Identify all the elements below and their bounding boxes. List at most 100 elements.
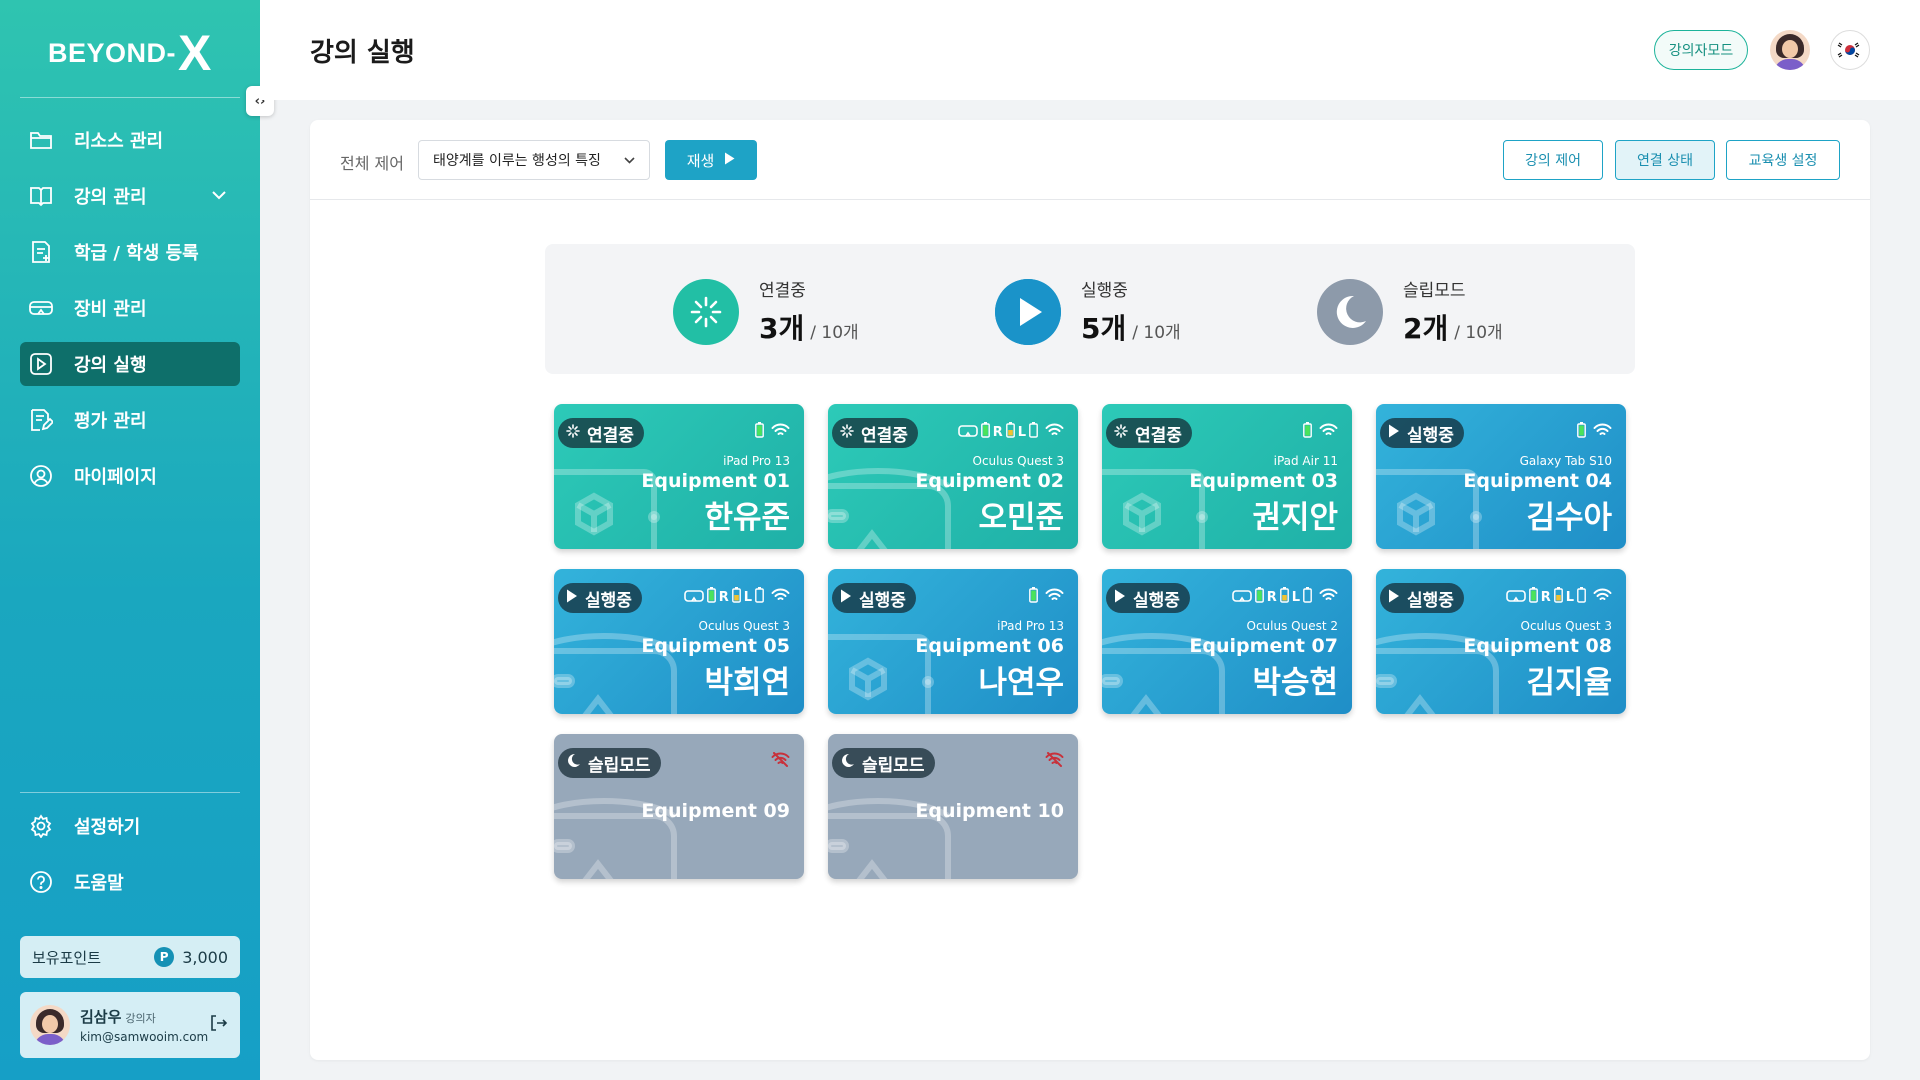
device-status-icons: [1303, 422, 1338, 442]
right-controller-label: R: [718, 589, 729, 605]
sidebar-item-help[interactable]: 도움말: [20, 860, 240, 904]
play-icon: [724, 151, 735, 169]
battery-empty-icon: [755, 587, 764, 607]
left-controller-label: L: [1565, 589, 1574, 605]
sidebar-item-lectures[interactable]: 강의 관리: [20, 174, 240, 218]
status-badge: 연결중: [558, 418, 644, 448]
sidebar-item-class-registration[interactable]: 학급 / 학생 등록: [20, 230, 240, 274]
tab-student-settings[interactable]: 교육생 설정: [1726, 140, 1840, 180]
header-avatar[interactable]: [1770, 30, 1810, 70]
summary-label: 슬립모드: [1403, 281, 1466, 301]
loading-icon: [566, 423, 580, 443]
moon-icon: [840, 753, 855, 773]
status-badge: 실행중: [1380, 583, 1464, 613]
sidebar-divider: [20, 97, 240, 98]
equipment-name: Equipment 03: [1189, 470, 1338, 492]
sidebar-item-equipment[interactable]: 장비 관리: [20, 286, 240, 330]
play-icon: [1388, 588, 1400, 608]
summary-connecting: 연결중 3개/ 10개: [673, 276, 859, 347]
sidebar-nav: 리소스 관리 강의 관리 학급 / 학생 등록 장비 관리 강의 실행 평가 관…: [20, 118, 240, 510]
user-circle-icon: [28, 463, 54, 489]
status-badge-label: 실행중: [859, 590, 906, 611]
sidebar: BEYOND-X 리소스 관리 강의 관리 학급 / 학생 등록 장비 관리 강…: [0, 0, 260, 1080]
play-square-icon: [28, 351, 54, 377]
summary-running: 실행중 5개/ 10개: [995, 276, 1181, 347]
vr-headset-icon: [828, 792, 968, 879]
moon-icon: [566, 753, 581, 773]
status-summary: 연결중 3개/ 10개 실행중 5개/ 10개 슬립모드 2개/ 10개: [545, 244, 1635, 374]
tab-connection-status[interactable]: 연결 상태: [1615, 140, 1715, 180]
sidebar-item-lecture-run[interactable]: 강의 실행: [20, 342, 240, 386]
status-badge: 실행중: [832, 583, 916, 613]
status-badge: 실행중: [1380, 418, 1464, 448]
play-icon: [995, 278, 1061, 345]
points-label: 보유포인트: [32, 948, 102, 967]
status-badge-label: 실행중: [1133, 590, 1180, 611]
status-badge-label: 연결중: [587, 425, 634, 446]
sidebar-item-mypage[interactable]: 마이페이지: [20, 454, 240, 498]
device-model: Galaxy Tab S10: [1519, 454, 1612, 468]
battery-full-icon: [706, 587, 716, 607]
right-controller-label: R: [1540, 589, 1551, 605]
lesson-select-value: 태양계를 이루는 행성의 특징: [433, 153, 601, 169]
right-controller-label: R: [1266, 589, 1277, 605]
lesson-select[interactable]: 태양계를 이루는 행성의 특징: [418, 140, 650, 180]
battery-full-icon: [980, 422, 990, 442]
sidebar-item-resources[interactable]: 리소스 관리: [20, 118, 240, 162]
vr-headset-icon: [554, 627, 694, 714]
sidebar-item-settings[interactable]: 설정하기: [20, 804, 240, 848]
instructor-mode-button[interactable]: 강의자모드: [1654, 30, 1748, 70]
summary-count: 5개: [1081, 312, 1127, 345]
logout-icon[interactable]: [208, 1013, 228, 1037]
equipment-name: Equipment 05: [641, 635, 790, 657]
student-name: 오민준: [978, 500, 1064, 536]
profile-role: 강의자: [125, 1012, 156, 1025]
left-controller-label: L: [743, 589, 752, 605]
tab-lecture-control[interactable]: 강의 제어: [1503, 140, 1603, 180]
moon-icon: [1317, 278, 1383, 345]
app-logo[interactable]: BEYOND-X: [48, 28, 212, 78]
points-box: 보유포인트 P 3,000: [20, 936, 240, 978]
logo-text: BEYOND-: [48, 37, 177, 68]
logo-x: X: [178, 25, 212, 81]
wifi-off-icon: [771, 752, 790, 771]
play-icon: [1114, 588, 1126, 608]
battery-full-icon: [755, 422, 764, 442]
battery-half-icon: [731, 587, 741, 607]
avatar: [30, 1005, 70, 1045]
student-name: 박희연: [704, 665, 790, 701]
device-status-icons: [1045, 752, 1064, 771]
folder-icon: [28, 127, 54, 153]
battery-empty-icon: [1029, 422, 1038, 442]
points-value: 3,000: [182, 947, 228, 967]
summary-count: 2개: [1403, 312, 1449, 345]
loading-icon: [673, 278, 739, 345]
status-badge-label: 슬립모드: [588, 755, 651, 776]
play-icon: [1388, 423, 1400, 443]
korea-flag-icon[interactable]: [1830, 30, 1870, 70]
student-name: 박승현: [1252, 665, 1338, 701]
device-status-icons: [755, 422, 790, 442]
equipment-name: Equipment 09: [641, 800, 790, 822]
device-card[interactable]: 슬립모드 Equipment 09: [554, 734, 804, 879]
right-controller-label: R: [992, 424, 1003, 440]
wifi-icon: [1593, 588, 1612, 606]
status-badge: 실행중: [558, 583, 642, 613]
equipment-name: Equipment 06: [915, 635, 1064, 657]
sidebar-item-evaluation[interactable]: 평가 관리: [20, 398, 240, 442]
equipment-name: Equipment 04: [1463, 470, 1612, 492]
chevron-down-icon[interactable]: [212, 188, 226, 204]
play-all-button[interactable]: 재생: [665, 140, 757, 180]
